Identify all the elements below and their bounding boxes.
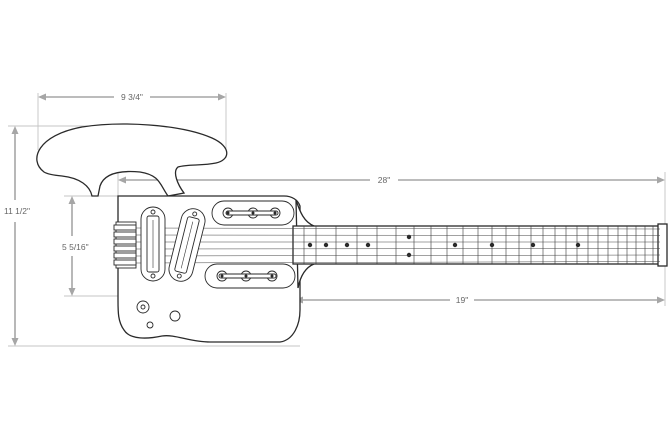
dimension-scale-length: 19" (295, 295, 665, 305)
body-controls (136, 300, 181, 329)
nut (657, 223, 668, 267)
dimension-overall-height: 11 1/2" (4, 126, 30, 346)
pickup-neck (168, 208, 206, 282)
scale-length-label: 19" (456, 295, 468, 305)
dimension-body-height: 5 5/16" (62, 196, 89, 296)
control-plate-lower (204, 263, 296, 289)
overall-length-label: 28" (378, 175, 390, 185)
fret-markers (307, 234, 581, 258)
volume-knob (169, 310, 181, 322)
armrest (36, 123, 228, 197)
armrest-width-label: 9 3/4" (121, 92, 143, 102)
pickup-bridge (140, 206, 166, 282)
dimension-armrest-width: 9 3/4" (38, 92, 226, 102)
fretboard (292, 225, 661, 265)
extension-lines (8, 93, 666, 347)
tone-knob (146, 321, 154, 329)
dimension-overall-length: 28" (118, 175, 665, 185)
guitar-drawing (36, 123, 668, 343)
strings (135, 227, 661, 264)
overall-height-label: 11 1/2" (4, 206, 30, 216)
control-plate-upper (211, 200, 295, 226)
body-height-label: 5 5/16" (62, 242, 89, 252)
tuners (113, 221, 137, 269)
